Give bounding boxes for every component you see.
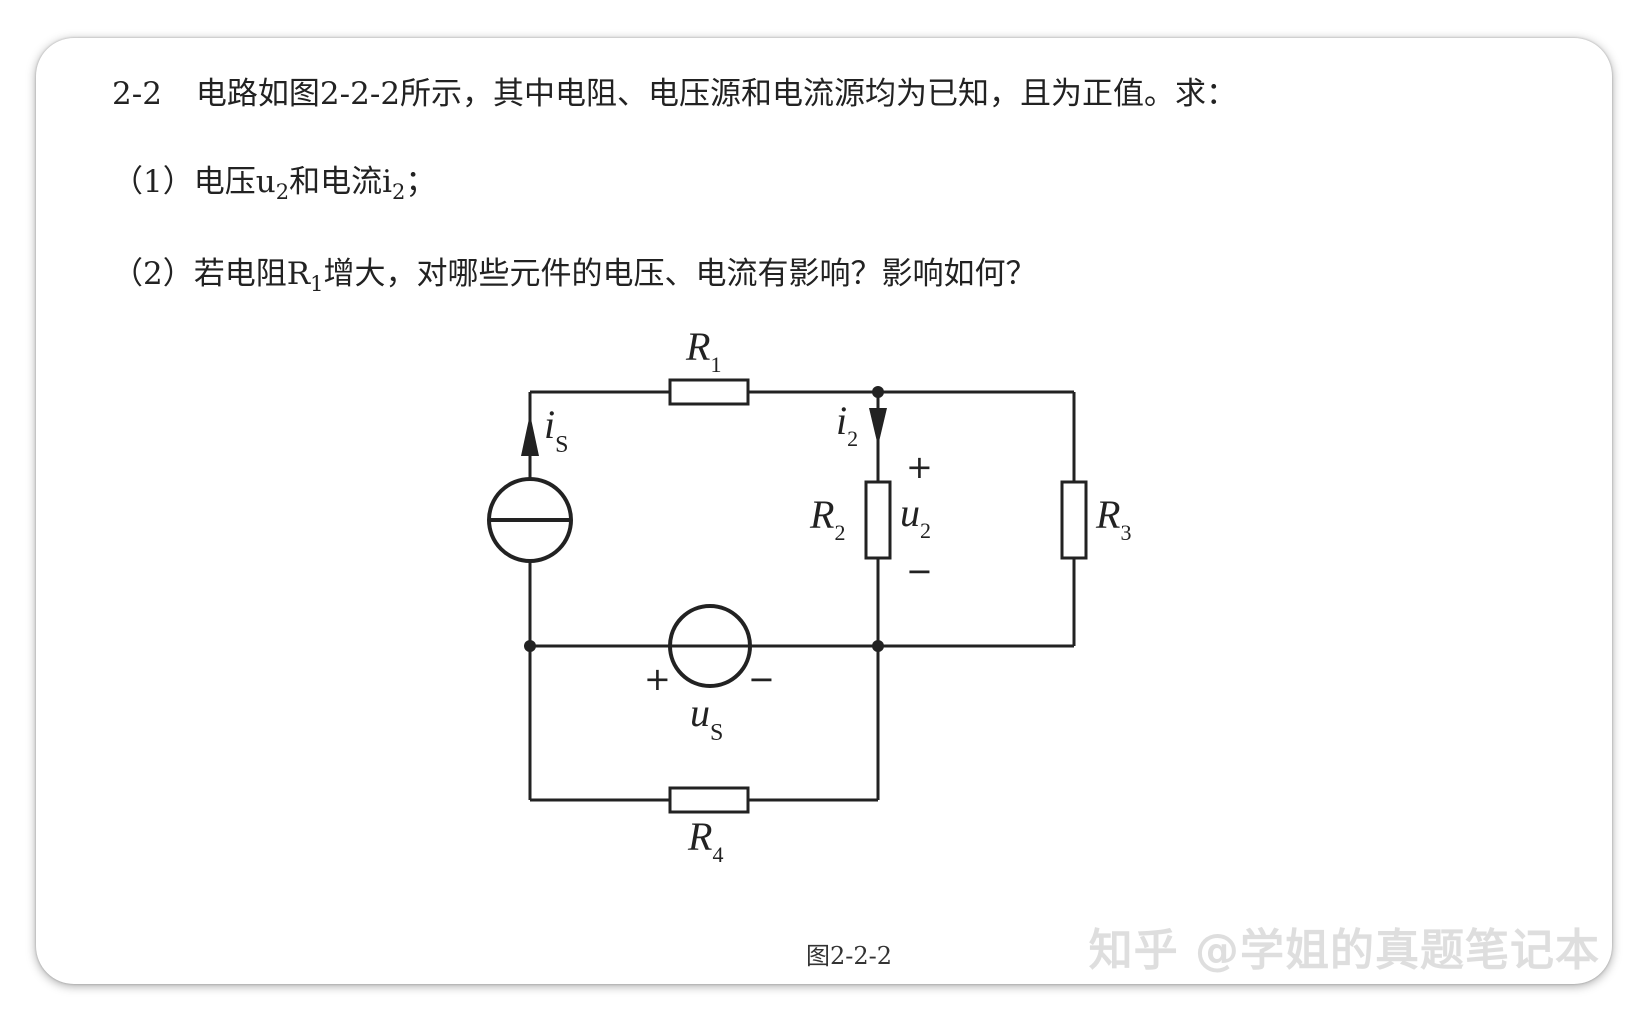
label-us-minus: −	[748, 660, 775, 698]
part2-sub: 1	[310, 272, 324, 296]
node-left	[524, 640, 536, 652]
part1-sub2: 2	[392, 180, 406, 204]
label-us-plus: +	[644, 660, 671, 698]
part2-prefix: （2）若电阻R	[112, 256, 311, 292]
label-r4: R4	[687, 814, 723, 867]
label-r2: R2	[809, 492, 845, 545]
node-top	[872, 386, 884, 398]
label-is: iS	[544, 402, 568, 458]
resistor-r2	[864, 480, 892, 560]
question-number: 2-2	[112, 76, 162, 112]
part2-suffix: 增大，对哪些元件的电压、电流有影响？影响如何？	[323, 256, 1037, 292]
question-part-1: （1）电压u2和电流i2；	[112, 156, 436, 204]
resistor-r4	[668, 786, 750, 814]
circuit-diagram: R1 R4 R2 R3 iS i2 u2 uS + − + −	[487, 324, 1131, 867]
part1-suffix: ；	[405, 164, 437, 200]
label-i2: i2	[836, 398, 858, 451]
label-u2: u2	[900, 490, 931, 543]
part1-sub1: 2	[275, 180, 290, 204]
part1-prefix: （1）电压u	[112, 164, 276, 200]
watermark: 知乎 @学姐的真题笔记本	[1088, 925, 1600, 976]
current-source	[487, 477, 573, 563]
label-r3: R3	[1095, 492, 1131, 545]
node-mid	[872, 640, 884, 652]
part1-mid: 和电流i	[289, 164, 392, 200]
label-us: uS	[690, 690, 723, 746]
resistor-r3	[1060, 480, 1088, 560]
question-part-2: （2）若电阻R1增大，对哪些元件的电压、电流有影响？影响如何？	[112, 248, 1036, 296]
label-r1: R1	[685, 324, 721, 377]
label-u2-plus: +	[906, 448, 933, 486]
label-u2-minus: −	[906, 552, 933, 590]
question-stem: 2-2 电路如图2-2-2所示，其中电阻、电压源和电流源均为已知，且为正值。求：	[112, 68, 1237, 113]
question-stem-text: 电路如图2-2-2所示，其中电阻、电压源和电流源均为已知，且为正值。求：	[195, 76, 1238, 112]
resistor-r1	[668, 378, 750, 406]
i2-arrow	[869, 408, 887, 446]
is-arrow	[521, 414, 539, 456]
figure-caption: 图2-2-2	[806, 942, 893, 970]
